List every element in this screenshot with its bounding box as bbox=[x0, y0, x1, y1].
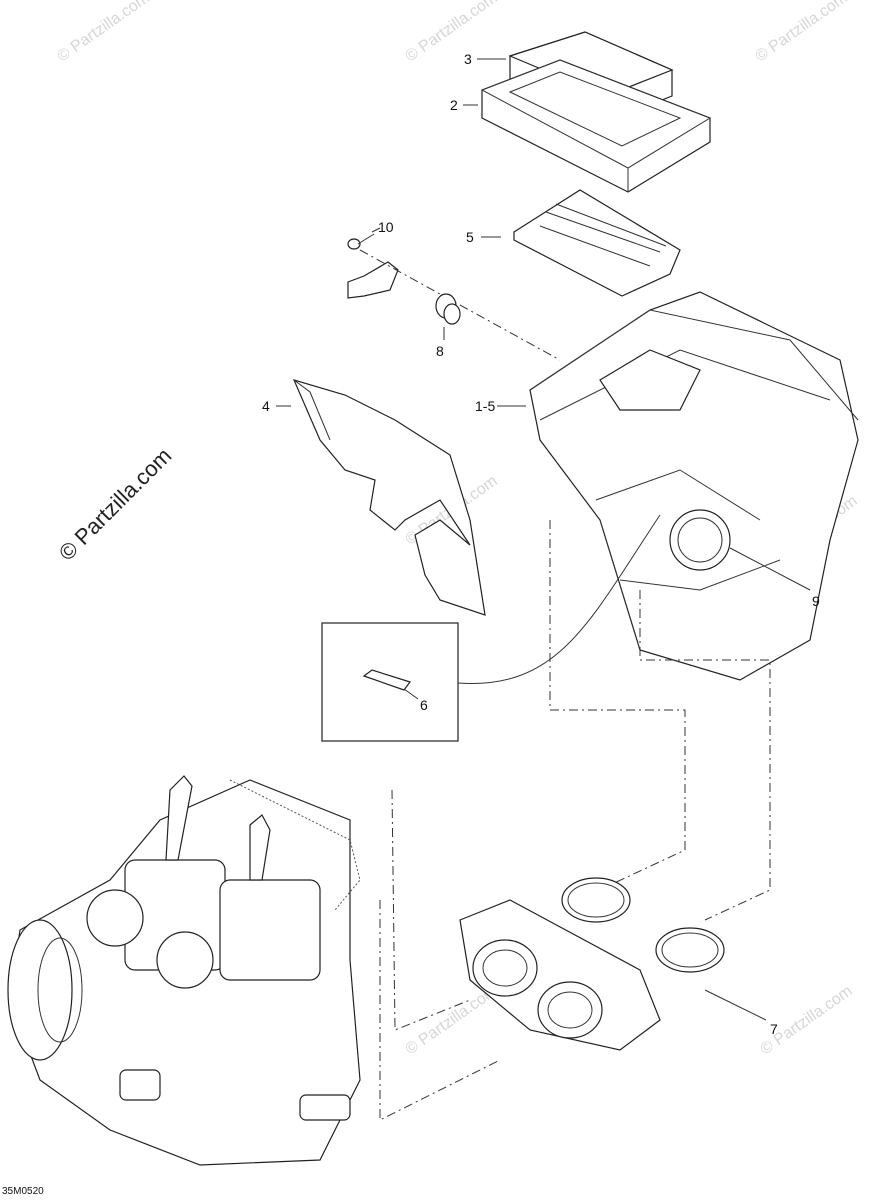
part-2-foam-frame[interactable] bbox=[480, 59, 712, 193]
callout-labels: 3 2 10 5 8 4 1-5 9 6 7 bbox=[262, 51, 820, 1037]
callout-3[interactable]: 3 bbox=[464, 51, 472, 67]
callout-10[interactable]: 10 bbox=[378, 219, 394, 235]
watermark-top-center: © Partzilla.com bbox=[403, 0, 501, 65]
callout-2[interactable]: 2 bbox=[450, 97, 458, 113]
callout-7[interactable]: 7 bbox=[770, 1021, 778, 1037]
callout-8[interactable]: 8 bbox=[436, 343, 444, 359]
part-6-inset[interactable] bbox=[321, 514, 661, 742]
bracket[interactable] bbox=[347, 249, 561, 361]
callout-1-5[interactable]: 1-5 bbox=[475, 398, 495, 414]
part-5-plate[interactable] bbox=[513, 189, 681, 297]
callout-9[interactable]: 9 bbox=[812, 593, 820, 609]
brand-watermark: © Partzilla.com bbox=[54, 443, 177, 566]
callout-6[interactable]: 6 bbox=[420, 697, 428, 713]
callout-4[interactable]: 4 bbox=[262, 398, 270, 414]
part-10-screw[interactable] bbox=[347, 233, 375, 250]
engine-assembly bbox=[7, 775, 361, 1166]
watermark-top-left: © Partzilla.com bbox=[55, 0, 153, 65]
part-1-5-air-silencer[interactable] bbox=[529, 291, 859, 681]
callout-5[interactable]: 5 bbox=[466, 229, 474, 245]
part-8-grommet[interactable] bbox=[435, 293, 461, 325]
part-4-foam-panel[interactable] bbox=[292, 379, 486, 616]
carburetor-assembly[interactable] bbox=[459, 899, 661, 1051]
watermark-top-right: © Partzilla.com bbox=[753, 0, 851, 65]
part-7-clamps[interactable] bbox=[561, 877, 725, 973]
diagram-code: 35M0520 bbox=[2, 1186, 44, 1197]
guide-lines bbox=[379, 520, 771, 1121]
leader-lines bbox=[276, 58, 811, 1021]
